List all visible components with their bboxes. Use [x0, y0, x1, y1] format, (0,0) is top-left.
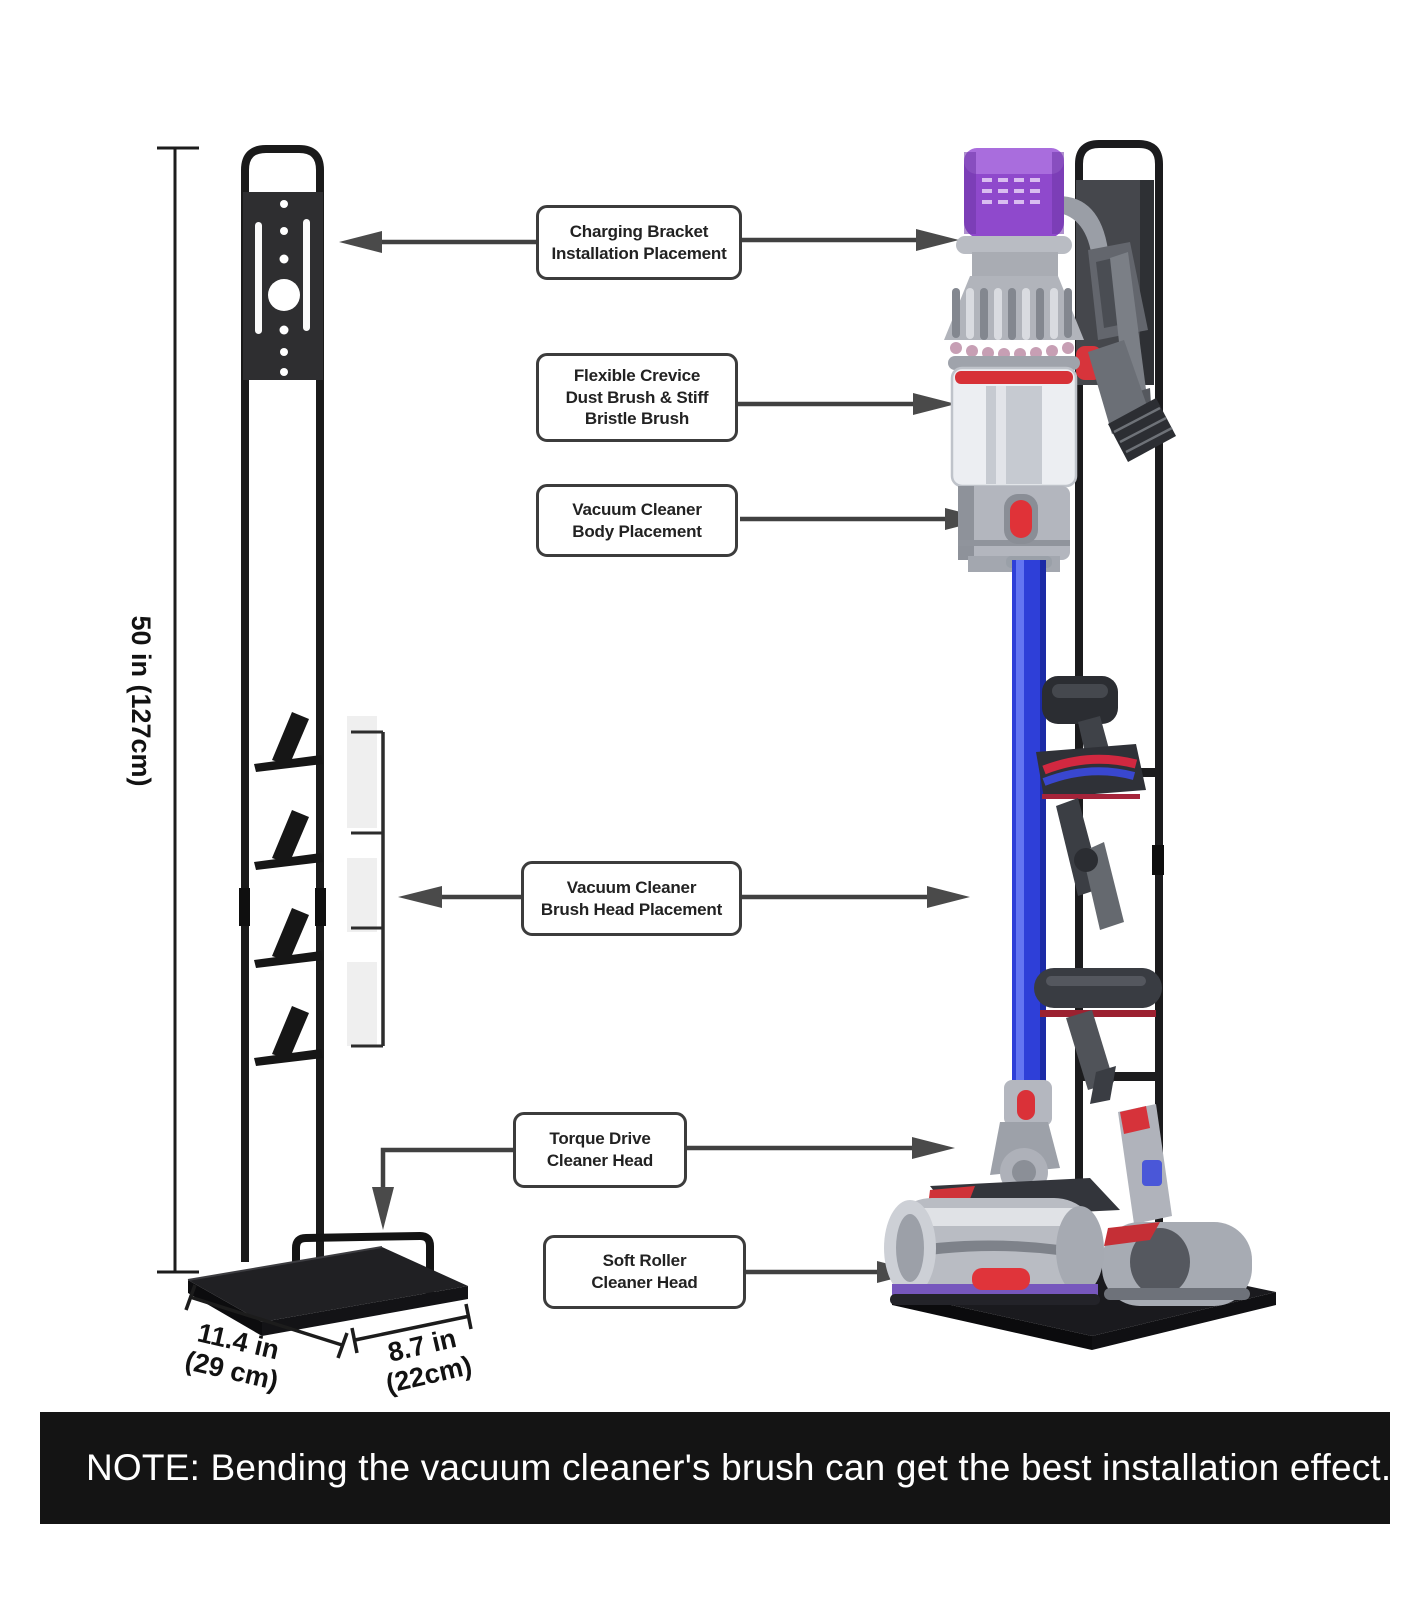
arrow-torque-drive-left-down — [372, 1147, 515, 1230]
mounting-plate — [243, 192, 323, 380]
torque-drive-head — [1102, 1222, 1252, 1306]
arrow-flexible-crevice-right — [738, 393, 956, 415]
note-text: NOTE: Bending the vacuum cleaner's brush… — [86, 1447, 1392, 1488]
stand-base-drawing — [187, 1231, 468, 1336]
stand-line-drawing — [187, 145, 468, 1336]
head-zone-bracket — [347, 716, 385, 1048]
bristle-brush-tool — [1088, 340, 1176, 462]
callout-body-placement-label: Vacuum Cleaner Body Placement — [572, 499, 702, 541]
wand-lower-joint — [990, 1080, 1060, 1196]
callout-charging-bracket: Charging Bracket Installation Placement — [536, 205, 742, 280]
arrow-charging-bracket-right — [742, 229, 959, 251]
base-width-dimension-line — [350, 1303, 473, 1354]
rail-joint-left — [239, 888, 250, 926]
callout-charging-bracket-label: Charging Bracket Installation Placement — [551, 221, 727, 263]
cyclone-assembly — [944, 236, 1084, 370]
height-dimension-line — [157, 146, 199, 1274]
callout-flexible-crevice: Flexible Crevice Dust Brush & Stiff Bris… — [536, 353, 738, 442]
mini-motorized-tool — [1118, 1104, 1172, 1224]
tool-shelf-lower — [1079, 1072, 1159, 1081]
arrow-charging-bracket-left — [339, 231, 536, 253]
vacuum-photo — [884, 140, 1276, 1350]
stand-frame-photo — [1075, 140, 1163, 1268]
arrow-torque-drive-right — [687, 1137, 955, 1159]
callout-brush-head-placement: Vacuum Cleaner Brush Head Placement — [521, 861, 742, 936]
base-depth-dimension-line — [184, 1284, 349, 1359]
accessory-hooks — [254, 712, 323, 1066]
rail-joint-photo — [1152, 845, 1164, 875]
callout-body-placement: Vacuum Cleaner Body Placement — [536, 484, 738, 557]
callout-soft-roller-label: Soft Roller Cleaner Head — [591, 1251, 698, 1292]
release-button — [1010, 500, 1032, 538]
dust-bin-cap — [964, 148, 1064, 238]
note-banner: NOTE: Bending the vacuum cleaner's brush… — [40, 1412, 1392, 1524]
soft-roller-head — [884, 1178, 1120, 1305]
base-retainer-bar — [292, 1231, 434, 1300]
callout-brush-head-placement-label: Vacuum Cleaner Brush Head Placement — [540, 877, 723, 919]
height-dimension-label: 50 in (127cm) — [126, 615, 156, 787]
rail-joint-right — [315, 888, 326, 926]
arrow-brush-head-right — [742, 886, 970, 908]
callout-torque-drive: Torque Drive Cleaner Head — [513, 1112, 687, 1188]
callout-soft-roller: Soft Roller Cleaner Head — [543, 1235, 746, 1309]
attachments-cluster — [1034, 676, 1162, 1104]
arrow-brush-head-left — [398, 886, 521, 908]
arrow-body-placement-right — [740, 508, 988, 530]
callout-torque-drive-label: Torque Drive Cleaner Head — [546, 1129, 654, 1170]
stand-frame-outline — [241, 145, 324, 1262]
clear-bin — [950, 366, 1078, 488]
callout-flexible-crevice-label: Flexible Crevice Dust Brush & Stiff Bris… — [565, 366, 709, 429]
